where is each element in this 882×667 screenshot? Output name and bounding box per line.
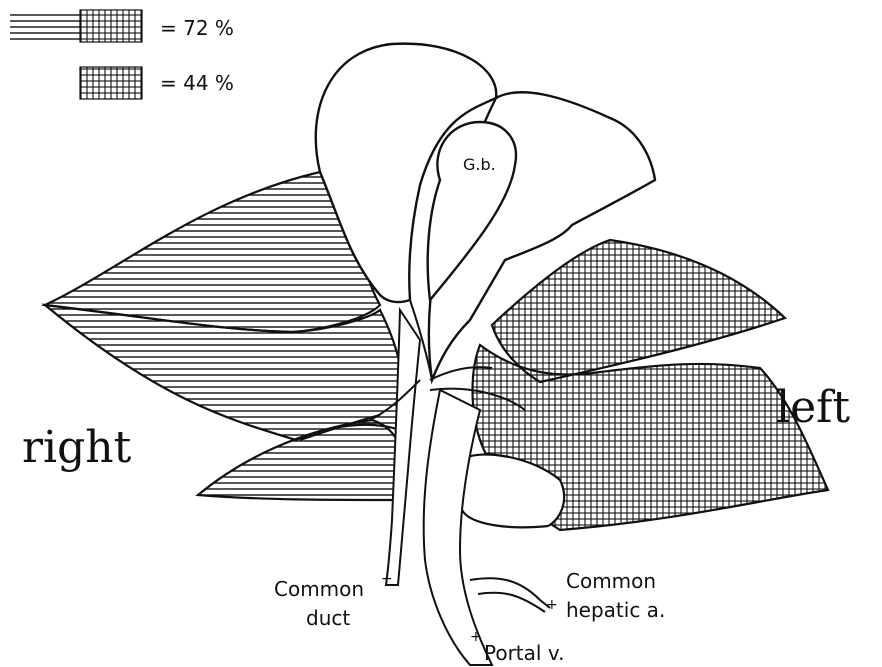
label-right: right [22,422,132,473]
marker-portal-vein: + [470,629,482,645]
label-common-hepatic-line1: Common [566,569,656,593]
marker-common-duct: + [381,571,393,587]
label-gallbladder: G.b. [463,155,496,174]
left-lobe-upper [492,240,785,382]
hepatic-artery [470,578,550,612]
left-lobe [459,240,828,530]
legend-label-44: = 44 % [160,71,234,95]
label-left: left [776,382,850,433]
legend-swatch-lines [10,10,80,42]
label-portal-vein: Portal v. [484,641,564,665]
label-common-hepatic-line2: hepatic a. [566,598,665,622]
legend: = 72 % = 44 % [10,10,234,99]
legend-label-72: = 72 % [160,16,234,40]
label-common-duct-line1: Common [274,577,364,601]
label-common-duct-line2: duct [306,606,350,630]
legend-swatch-grid-1 [80,10,142,42]
marker-hepatic-artery: + [546,597,558,613]
legend-swatch-grid-2 [80,67,142,99]
